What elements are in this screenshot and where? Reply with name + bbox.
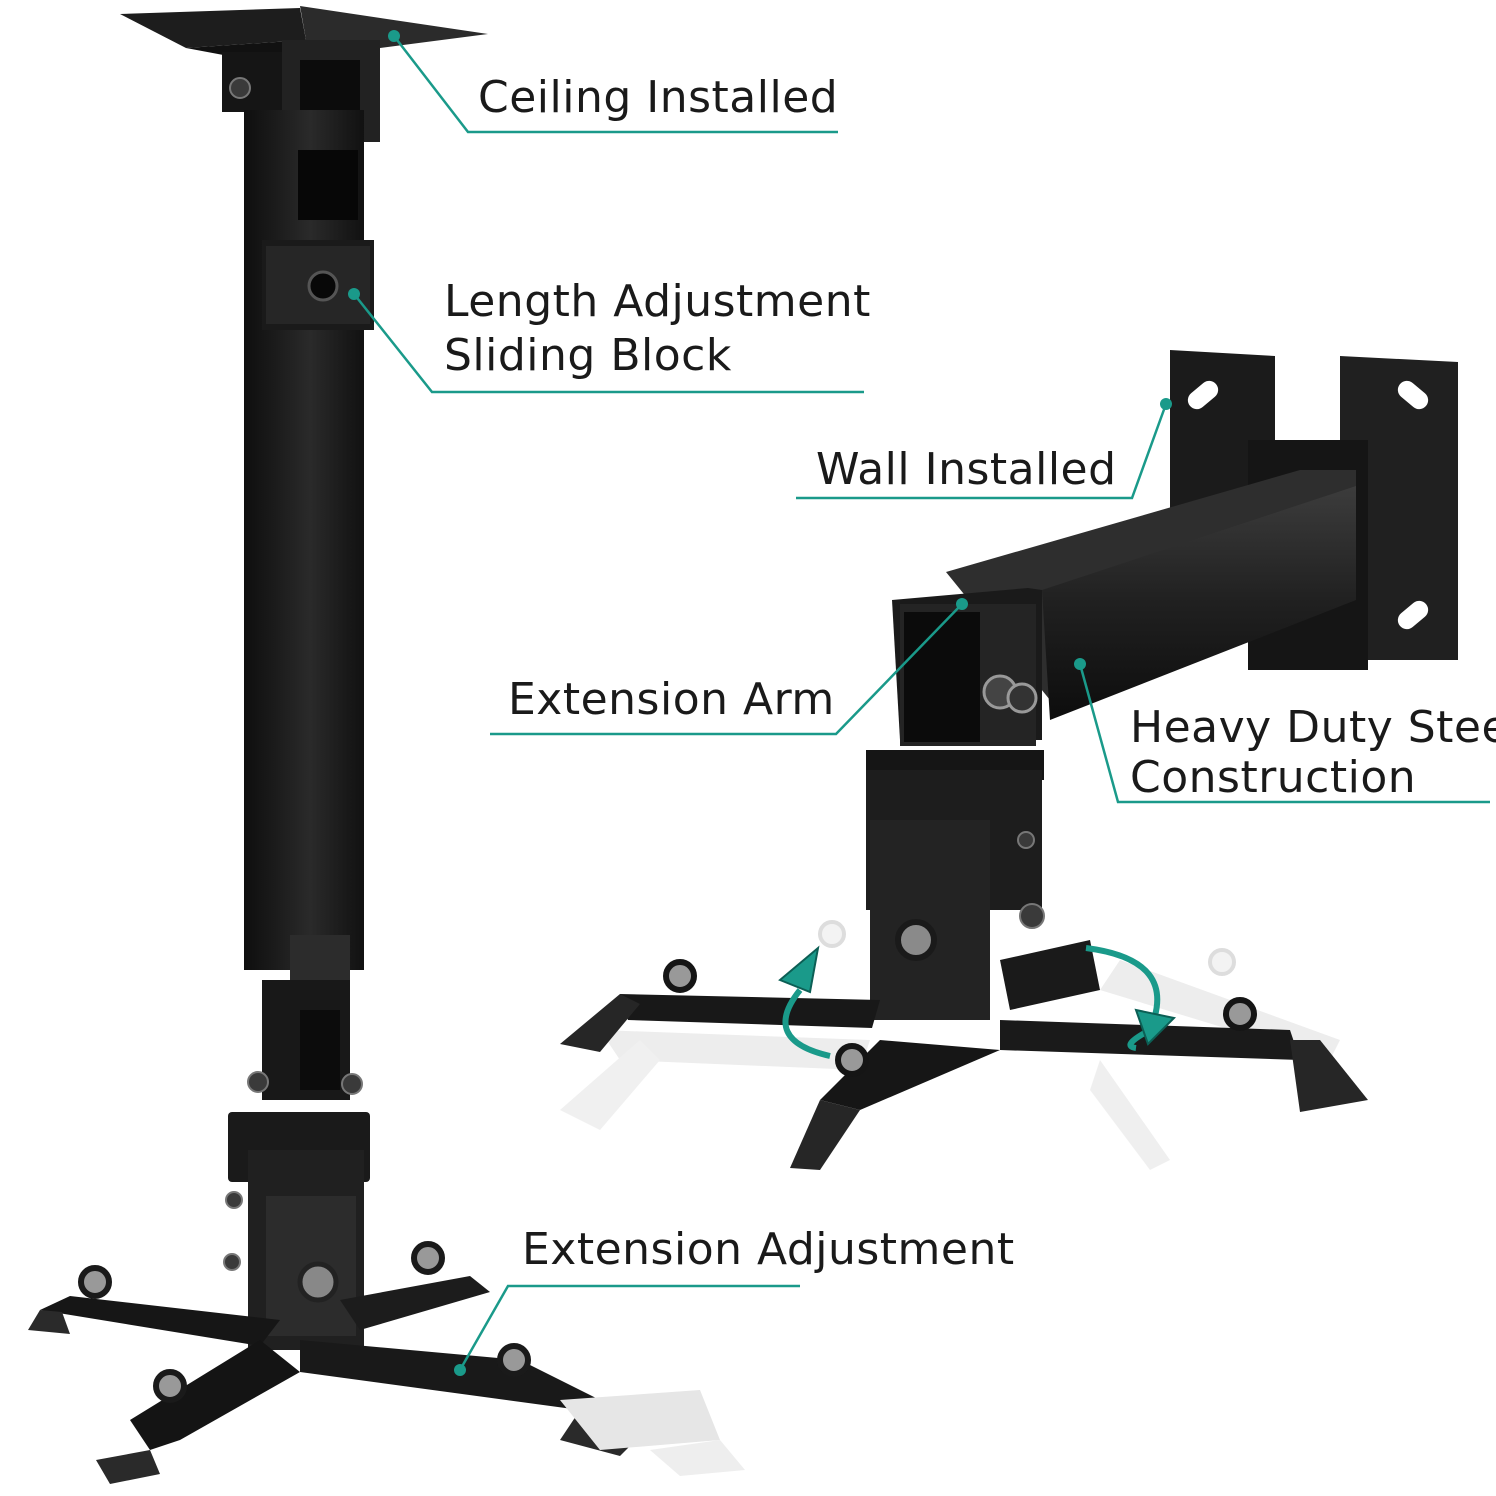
leader-extension-arm xyxy=(490,603,963,736)
callout-leaders xyxy=(353,35,1490,1371)
callout-extension-adjustment: Extension Adjustment xyxy=(522,1224,1015,1275)
dot-heavy-duty xyxy=(1074,658,1086,670)
callout-heavy-duty-steel: Heavy Duty Steel xyxy=(1130,702,1496,753)
ceiling-mount-illustration xyxy=(28,6,745,1484)
callout-sliding-block: Sliding Block xyxy=(444,330,732,381)
callout-ceiling-installed: Ceiling Installed xyxy=(478,72,839,123)
wall-mount-illustration xyxy=(560,350,1458,1170)
dot-length xyxy=(348,288,360,300)
dot-wall xyxy=(1160,398,1172,410)
leader-extension-adjustment xyxy=(458,1284,800,1371)
callout-length-adjustment: Length Adjustment xyxy=(444,276,871,327)
leader-length xyxy=(353,293,864,394)
dot-extension-adjustment xyxy=(454,1364,466,1376)
leader-wall xyxy=(796,403,1168,500)
rotate-arrow-left xyxy=(782,988,831,1059)
callout-construction: Construction xyxy=(1130,752,1417,803)
dot-ceiling xyxy=(388,30,400,42)
leader-ceiling xyxy=(393,35,838,134)
callout-extension-arm: Extension Arm xyxy=(508,674,835,725)
dot-extension-arm xyxy=(956,598,968,610)
callout-wall-installed: Wall Installed xyxy=(816,444,1117,495)
leader-heavy-duty xyxy=(1078,663,1490,804)
callout-dots xyxy=(348,30,1172,1376)
